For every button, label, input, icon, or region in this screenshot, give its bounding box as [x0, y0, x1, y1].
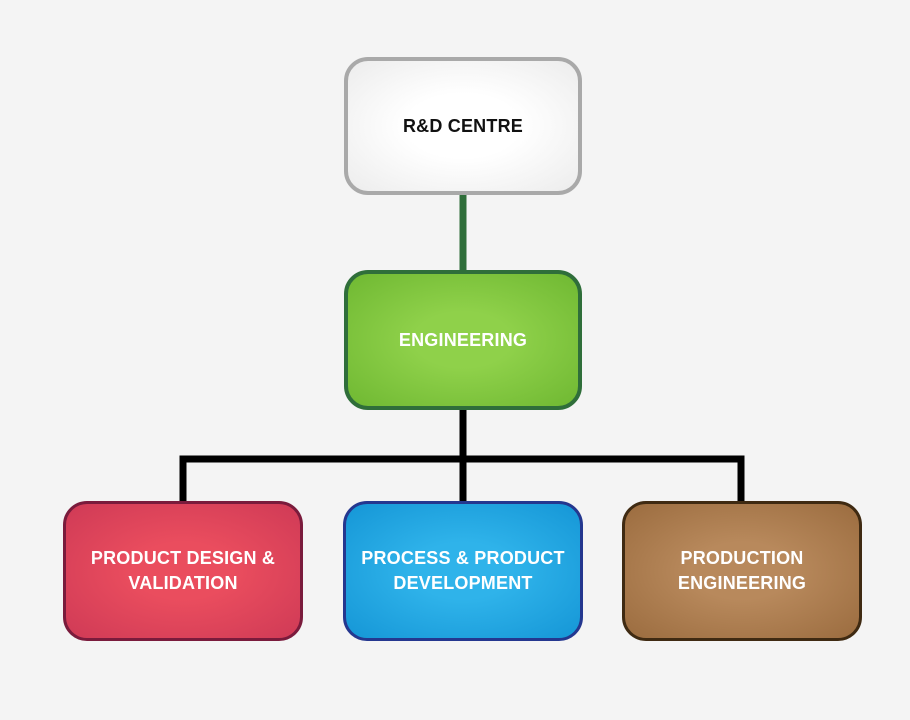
node-engineering-label: ENGINEERING: [398, 329, 528, 350]
node-product-design-validation: PRODUCT DESIGN & VALIDATION: [63, 501, 303, 641]
node-product-design-label-line1: PRODUCT DESIGN &: [90, 548, 276, 568]
node-process-product-development: PROCESS & PRODUCT DEVELOPMENT: [343, 501, 583, 641]
node-production-engineering: PRODUCTION ENGINEERING: [622, 501, 862, 641]
node-process-product-label-line1: PROCESS & PRODUCT: [361, 548, 565, 568]
node-rd-centre: R&D CENTRE: [344, 57, 582, 195]
node-process-product-label-line2: DEVELOPMENT: [393, 573, 533, 593]
node-engineering: ENGINEERING: [344, 270, 582, 410]
node-product-design-label-line2: VALIDATION: [128, 573, 238, 593]
node-production-engineering-label-line1: PRODUCTION: [680, 548, 804, 568]
node-rd-centre-label: R&D CENTRE: [402, 115, 523, 136]
node-production-engineering-label-line2: ENGINEERING: [677, 573, 807, 593]
